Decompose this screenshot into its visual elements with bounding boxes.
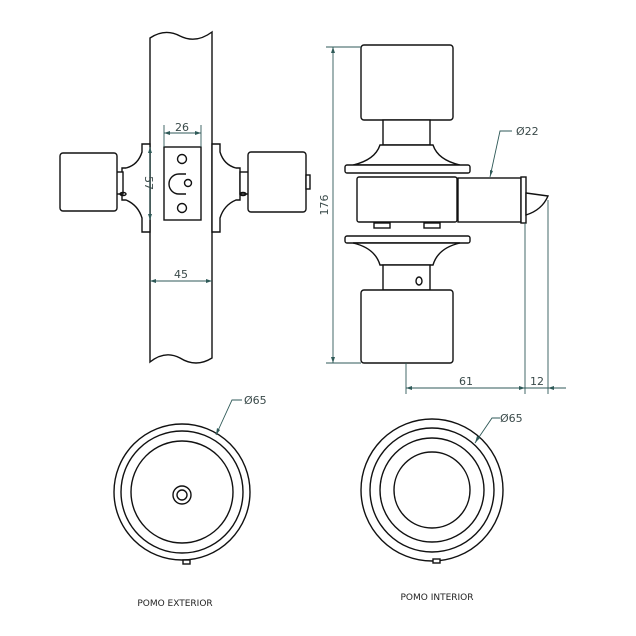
dimension-text: 26 bbox=[175, 121, 189, 134]
rosette-mid bbox=[369, 427, 495, 553]
keyhole-icon bbox=[176, 489, 188, 501]
strike-latch-hole bbox=[168, 173, 186, 195]
dimension-45: 45 bbox=[150, 268, 212, 283]
rosette-inner bbox=[120, 430, 244, 554]
right-rosette bbox=[211, 143, 241, 233]
dimension-57: 57 bbox=[142, 147, 155, 220]
top-neck bbox=[382, 119, 431, 146]
right-set-screw bbox=[239, 191, 247, 197]
dimension-26: 26 bbox=[163, 121, 202, 147]
latch-faceplate bbox=[520, 176, 527, 224]
set-screw bbox=[415, 276, 423, 286]
knob-face bbox=[393, 451, 471, 529]
latch-pin bbox=[183, 178, 193, 188]
interior-label: POMO INTERIOR bbox=[400, 593, 473, 603]
top-rosette bbox=[352, 144, 461, 166]
dimension-text: 12 bbox=[530, 375, 544, 388]
bottom-knob bbox=[360, 289, 454, 364]
strike-plate bbox=[163, 146, 202, 221]
top-plate bbox=[344, 164, 471, 174]
turn-button bbox=[305, 174, 311, 190]
dimension-176: 176 bbox=[318, 46, 361, 364]
dimension-text: Ø65 bbox=[500, 412, 523, 425]
exterior-knob-view: Ø65 POMO EXTERIOR bbox=[113, 394, 267, 609]
door-front-view: 26 57 45 bbox=[59, 30, 311, 364]
interior-knob bbox=[247, 151, 307, 213]
bottom-plate bbox=[344, 235, 471, 244]
rosette-outer bbox=[360, 418, 504, 562]
strike-screw-bottom bbox=[176, 202, 188, 214]
dimension-text: Ø22 bbox=[516, 125, 539, 138]
knob-face bbox=[130, 440, 234, 544]
bottom-tab bbox=[432, 558, 441, 564]
dimension-phi22: Ø22 bbox=[489, 125, 539, 178]
lock-side-view: 176 Ø22 61 12 bbox=[318, 44, 566, 394]
interior-knob-view: Ø65 POMO INTERIOR bbox=[360, 412, 523, 603]
dimension-text: 176 bbox=[318, 195, 331, 216]
left-set-screw bbox=[119, 191, 127, 197]
key-cylinder bbox=[172, 485, 192, 505]
dimension-text: Ø65 bbox=[244, 394, 267, 407]
bottom-tab bbox=[182, 559, 191, 565]
left-rosette bbox=[121, 143, 151, 233]
bottom-neck bbox=[382, 264, 431, 291]
latch-bolt bbox=[525, 192, 550, 216]
bottom-rosette bbox=[352, 242, 461, 266]
dimension-text: 61 bbox=[459, 375, 473, 388]
lock-body bbox=[356, 176, 458, 223]
latch-housing bbox=[457, 177, 522, 223]
lower-screw-left bbox=[373, 222, 391, 229]
top-knob bbox=[360, 44, 454, 121]
lower-screw-right bbox=[423, 222, 441, 229]
strike-screw-top bbox=[176, 153, 188, 165]
dimension-61-12: 61 12 bbox=[405, 200, 566, 394]
dimension-text: 45 bbox=[174, 268, 188, 281]
exterior-knob bbox=[59, 152, 118, 212]
rosette-inner bbox=[379, 437, 485, 543]
rosette-outer bbox=[113, 423, 251, 561]
dimension-text: 57 bbox=[142, 176, 155, 190]
exterior-label: POMO EXTERIOR bbox=[137, 599, 212, 609]
